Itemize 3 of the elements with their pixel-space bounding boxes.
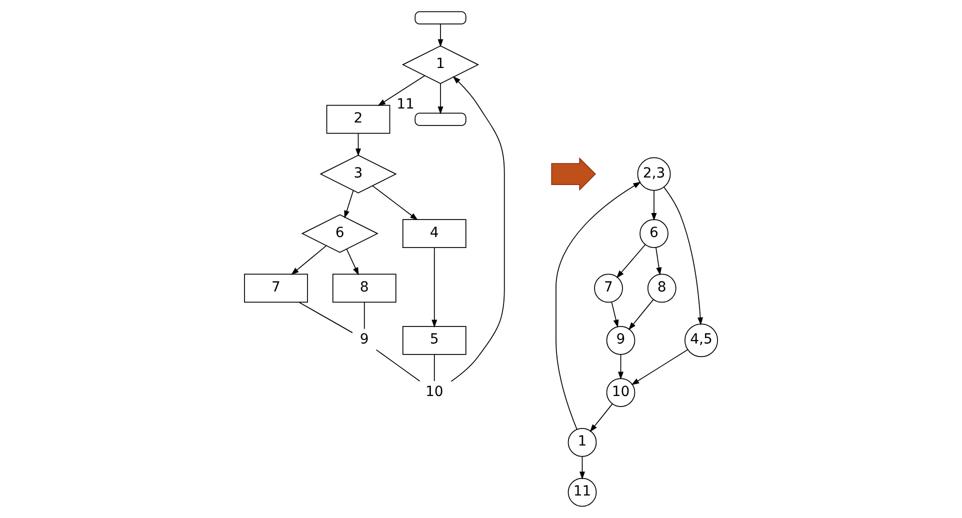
node-label: 11 (396, 96, 414, 113)
node-text: 9 (360, 332, 369, 348)
node-text: 10 (425, 384, 444, 400)
